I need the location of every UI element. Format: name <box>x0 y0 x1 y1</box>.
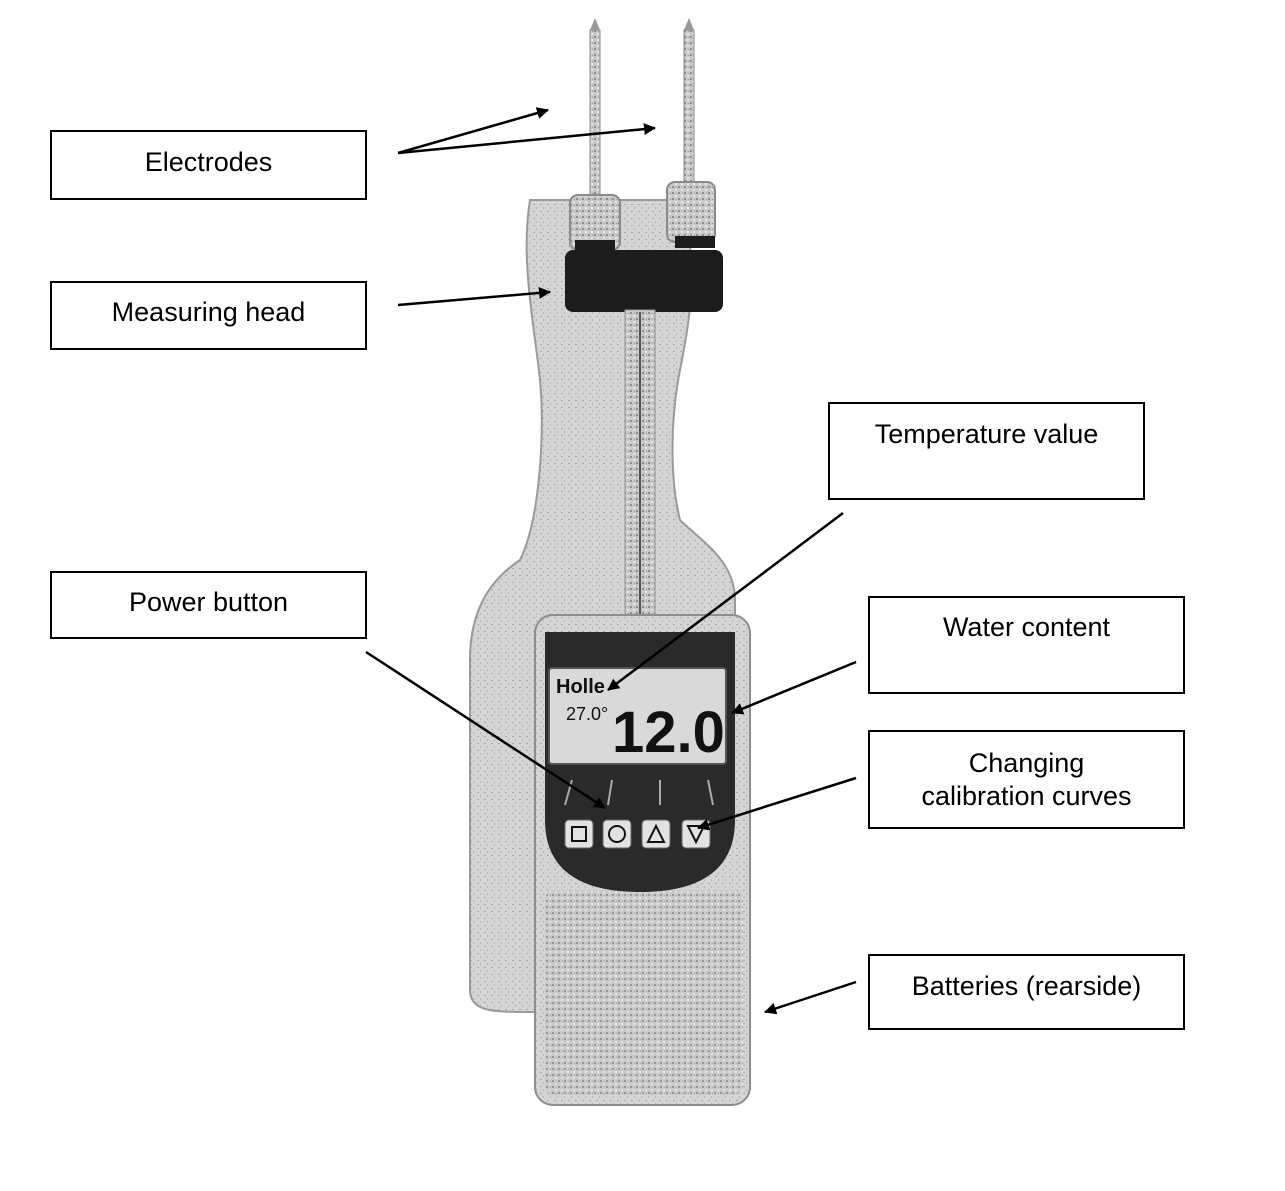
button-power[interactable] <box>603 820 631 848</box>
label-water-content-text: Water content <box>870 611 1183 644</box>
electrode-right-tip <box>684 18 694 30</box>
label-measuring-head: Measuring head <box>50 281 367 350</box>
measuring-head-ring <box>565 250 723 312</box>
label-power-button: Power button <box>50 571 367 639</box>
label-power-button-text: Power button <box>52 586 365 619</box>
button-square[interactable] <box>565 820 593 848</box>
label-electrodes-text: Electrodes <box>52 146 365 179</box>
label-changing-calibration-line2: calibration curves <box>870 780 1183 813</box>
battery-compartment <box>545 890 743 1095</box>
button-up[interactable] <box>642 820 670 848</box>
electrode-right <box>684 30 694 190</box>
label-measuring-head-text: Measuring head <box>52 296 365 329</box>
arrow-electrode-right <box>398 128 655 153</box>
arrow-measuring-head <box>398 292 550 305</box>
label-batteries: Batteries (rearside) <box>868 954 1185 1030</box>
label-changing-calibration: Changing calibration curves <box>868 730 1185 829</box>
label-temperature-value-text: Temperature value <box>830 418 1143 451</box>
electrode-left <box>590 30 600 210</box>
label-water-content: Water content <box>868 596 1185 694</box>
lcd-brand: Holle <box>556 676 605 698</box>
button-down[interactable] <box>682 820 710 848</box>
label-batteries-text: Batteries (rearside) <box>870 970 1183 1003</box>
label-changing-calibration-line1: Changing <box>870 747 1183 780</box>
label-electrodes: Electrodes <box>50 130 367 200</box>
electrode-left-tip <box>590 18 600 30</box>
label-temperature-value: Temperature value <box>828 402 1145 500</box>
lcd-temperature: 27.0° <box>566 704 608 724</box>
lcd-water-content: 12.0 <box>612 700 725 765</box>
arrow-batteries <box>765 982 856 1012</box>
electrode-socket-right <box>667 182 715 242</box>
